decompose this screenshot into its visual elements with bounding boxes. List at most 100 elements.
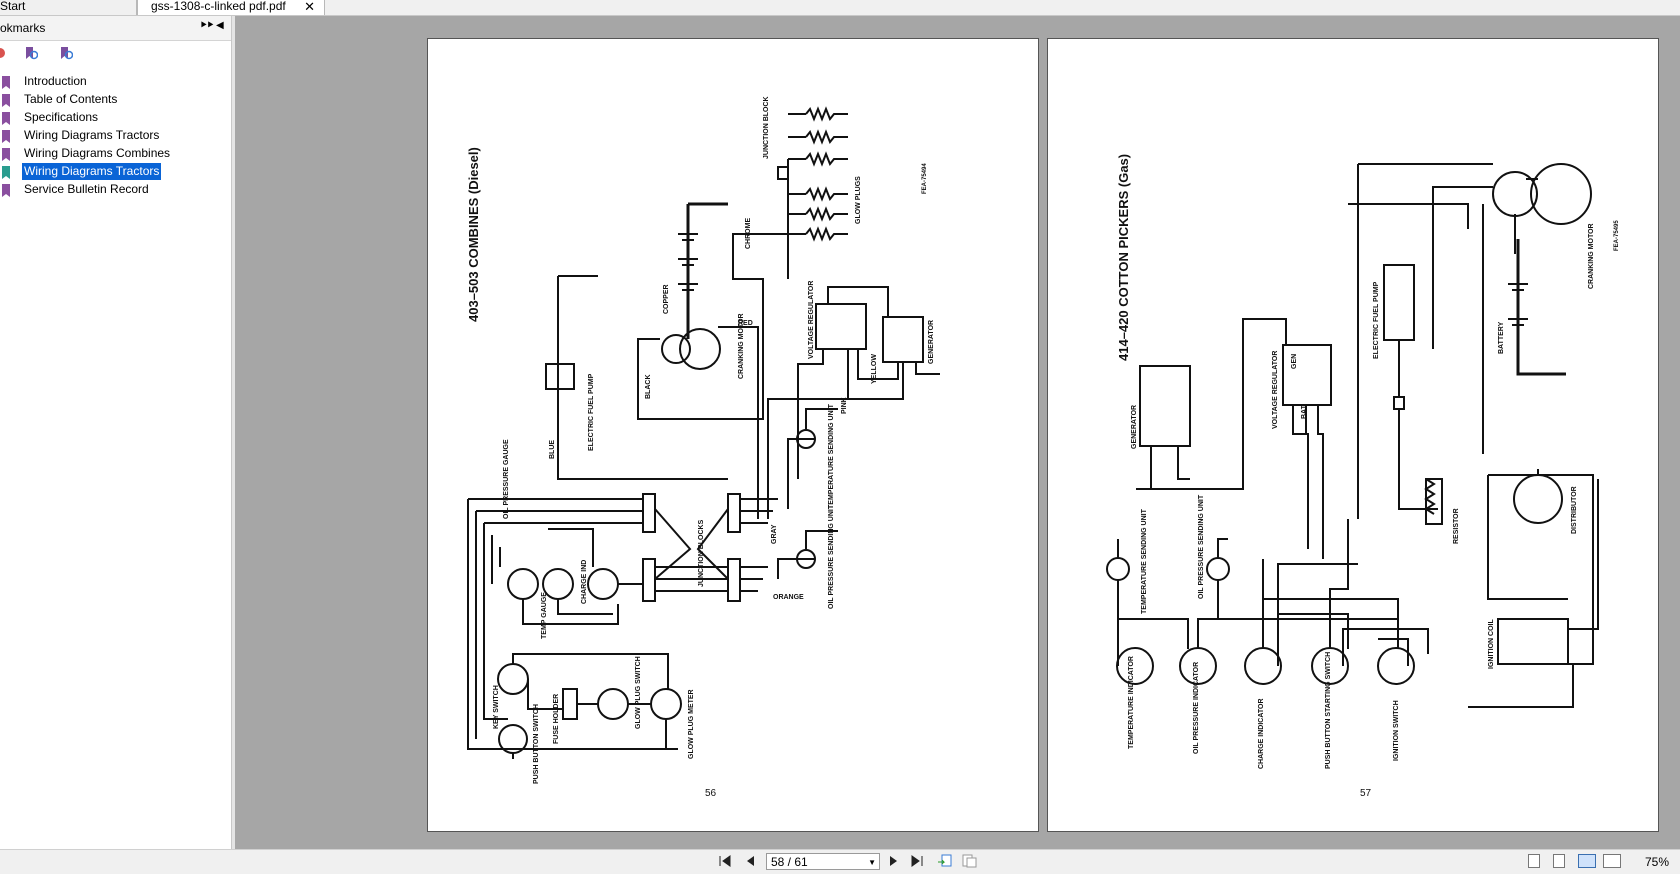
svg-text:CRANKING MOTOR: CRANKING MOTOR [1588,223,1595,289]
svg-text:JUNCTION BLOCK: JUNCTION BLOCK [763,96,770,159]
panel-splitter[interactable] [232,16,235,849]
figure-code: FEA-75495 [1614,220,1620,251]
bookmark-wiring-diagrams-combines[interactable]: Wiring Diagrams Combines [0,145,231,163]
svg-text:IGNITION COIL: IGNITION COIL [1488,619,1495,670]
svg-text:BLUE: BLUE [549,440,556,459]
svg-text:CHARGE IND: CHARGE IND [581,560,588,604]
collapse-panel-icon[interactable]: ◀ [216,20,224,31]
bookmark-icon [2,148,10,161]
svg-text:RED: RED [738,320,753,327]
bookmark-label: Specifications [24,110,99,124]
page-number: 57 [1360,788,1372,799]
page-number-value: 58 / 61 [771,855,808,869]
svg-text:ELECTRIC FUEL PUMP: ELECTRIC FUEL PUMP [588,373,595,451]
svg-text:GLOW PLUGS: GLOW PLUGS [855,176,862,224]
svg-text:DISTRIBUTOR: DISTRIBUTOR [1571,486,1578,534]
bookmark-service-bulletin-record[interactable]: Service Bulletin Record [0,181,231,199]
svg-text:CHARGE INDICATOR: CHARGE INDICATOR [1258,698,1265,769]
next-view-icon[interactable] [961,854,977,868]
continuous-facing-view-icon[interactable] [1603,854,1621,868]
zoom-level[interactable]: 75% [1645,855,1670,869]
previous-page-icon[interactable] [744,854,756,868]
bookmark-list: Introduction Table of Contents Specifica… [0,73,231,199]
bookmark-label: Wiring Diagrams Tractors [22,163,162,180]
chevron-down-icon[interactable]: ▼ [868,858,876,867]
svg-text:ELECTRIC FUEL PUMP: ELECTRIC FUEL PUMP [1373,281,1380,359]
bookmark-icon [2,130,10,143]
bookmark-label: Introduction [24,74,87,88]
svg-text:GRAY: GRAY [771,524,778,544]
bookmarks-toolbar [0,42,231,64]
tab-document-label: gss-1308-c-linked pdf.pdf [151,0,286,13]
figure-code: FEA-75494 [922,163,928,194]
last-page-icon[interactable] [910,854,924,868]
svg-text:RESISTOR: RESISTOR [1453,508,1460,544]
diagram-title: 414–420 COTTON PICKERS (Gas) [1116,154,1131,361]
wiring-diagram-combines: 403–503 COMBINES (Diesel) FEA-75494 JUNC… [466,96,940,799]
svg-text:PUSH BUTTON STARTING SWITCH: PUSH BUTTON STARTING SWITCH [1325,652,1332,769]
bookmark-label: Wiring Diagrams Combines [24,146,171,160]
bookmark-wiring-diagrams-tractors-selected[interactable]: Wiring Diagrams Tractors [0,163,231,181]
pdf-page-56: 403–503 COMBINES (Diesel) FEA-75494 JUNC… [427,38,1039,832]
wiring-diagram-cotton-pickers: 414–420 COTTON PICKERS (Gas) FEA-75495 C… [1106,154,1620,799]
page-number: 56 [705,788,717,799]
svg-text:OIL PRESSURE SENDING UNIT: OIL PRESSURE SENDING UNIT [828,504,835,609]
diagram-title: 403–503 COMBINES (Diesel) [466,147,481,322]
bookmark-wiring-diagrams-tractors[interactable]: Wiring Diagrams Tractors [0,127,231,145]
first-page-icon[interactable] [718,854,732,868]
svg-text:TEMPERATURE SENDING UNIT: TEMPERATURE SENDING UNIT [828,403,835,509]
bookmark-icon [2,112,10,125]
svg-text:COPPER: COPPER [663,284,670,314]
svg-text:GENERATOR: GENERATOR [1131,405,1138,449]
document-viewer[interactable]: 403–503 COMBINES (Diesel) FEA-75494 JUNC… [235,16,1680,849]
next-page-icon[interactable] [888,854,900,868]
svg-text:VOLTAGE REGULATOR: VOLTAGE REGULATOR [1272,351,1279,429]
bookmark-table-of-contents[interactable]: Table of Contents [0,91,231,109]
page-number-input[interactable]: 58 / 61 ▼ [766,853,880,870]
svg-text:OIL PRESSURE SENDING UNIT: OIL PRESSURE SENDING UNIT [1198,494,1205,599]
bookmark-introduction[interactable]: Introduction [0,73,231,91]
svg-text:CRANKING MOTOR: CRANKING MOTOR [738,313,745,379]
svg-text:GENERATOR: GENERATOR [928,320,935,364]
tab-start[interactable]: Start [0,0,137,15]
svg-text:IGNITION SWITCH: IGNITION SWITCH [1393,700,1400,761]
svg-text:OIL PRESSURE INDICATOR: OIL PRESSURE INDICATOR [1193,662,1200,754]
svg-text:OIL PRESSURE GAUGE: OIL PRESSURE GAUGE [503,439,510,519]
close-tab-icon[interactable]: ✕ [304,0,315,14]
bookmark-icon [2,184,10,197]
delete-bookmark-icon[interactable] [0,46,7,60]
bookmark-specifications[interactable]: Specifications [0,109,231,127]
previous-view-icon[interactable] [937,854,953,868]
add-bookmark-icon[interactable] [24,46,38,60]
svg-text:PINK: PINK [841,397,848,414]
bookmark-label: Service Bulletin Record [24,182,149,196]
svg-text:CHROME: CHROME [745,218,752,249]
expand-panel-icon[interactable]: ⯈⯈ [199,20,215,32]
svg-text:BATTERY: BATTERY [1498,321,1505,354]
status-bar: 58 / 61 ▼ 75% [0,849,1680,874]
find-bookmark-icon[interactable] [59,46,73,60]
tab-bar: Start gss-1308-c-linked pdf.pdf ✕ [0,0,1680,16]
svg-text:BLACK: BLACK [645,375,652,400]
svg-text:GLOW PLUG METER: GLOW PLUG METER [688,689,695,759]
bookmark-icon [2,94,10,107]
svg-text:YELLOW: YELLOW [871,354,878,384]
bookmarks-title: okmarks [0,21,46,35]
svg-text:FUSE HOLDER: FUSE HOLDER [553,694,560,744]
svg-text:GEN: GEN [1291,354,1298,369]
svg-text:TEMPERATURE SENDING UNIT: TEMPERATURE SENDING UNIT [1141,508,1148,614]
svg-text:ORANGE: ORANGE [773,594,804,601]
bookmark-label: Table of Contents [24,92,118,106]
continuous-view-icon[interactable] [1553,854,1565,868]
tab-start-label: Start [0,0,26,13]
bookmark-icon [2,76,10,89]
facing-pages-view-icon[interactable] [1578,854,1596,868]
svg-text:TEMP GAUGE: TEMP GAUGE [541,592,548,639]
svg-text:BAT: BAT [1301,404,1308,419]
svg-text:VOLTAGE REGULATOR: VOLTAGE REGULATOR [808,281,815,359]
bookmark-label: Wiring Diagrams Tractors [24,128,160,142]
svg-text:KEY SWITCH: KEY SWITCH [493,685,500,729]
single-page-view-icon[interactable] [1528,854,1540,868]
svg-text:TEMPERATURE INDICATOR: TEMPERATURE INDICATOR [1128,656,1135,749]
tab-document[interactable]: gss-1308-c-linked pdf.pdf ✕ [137,0,325,15]
